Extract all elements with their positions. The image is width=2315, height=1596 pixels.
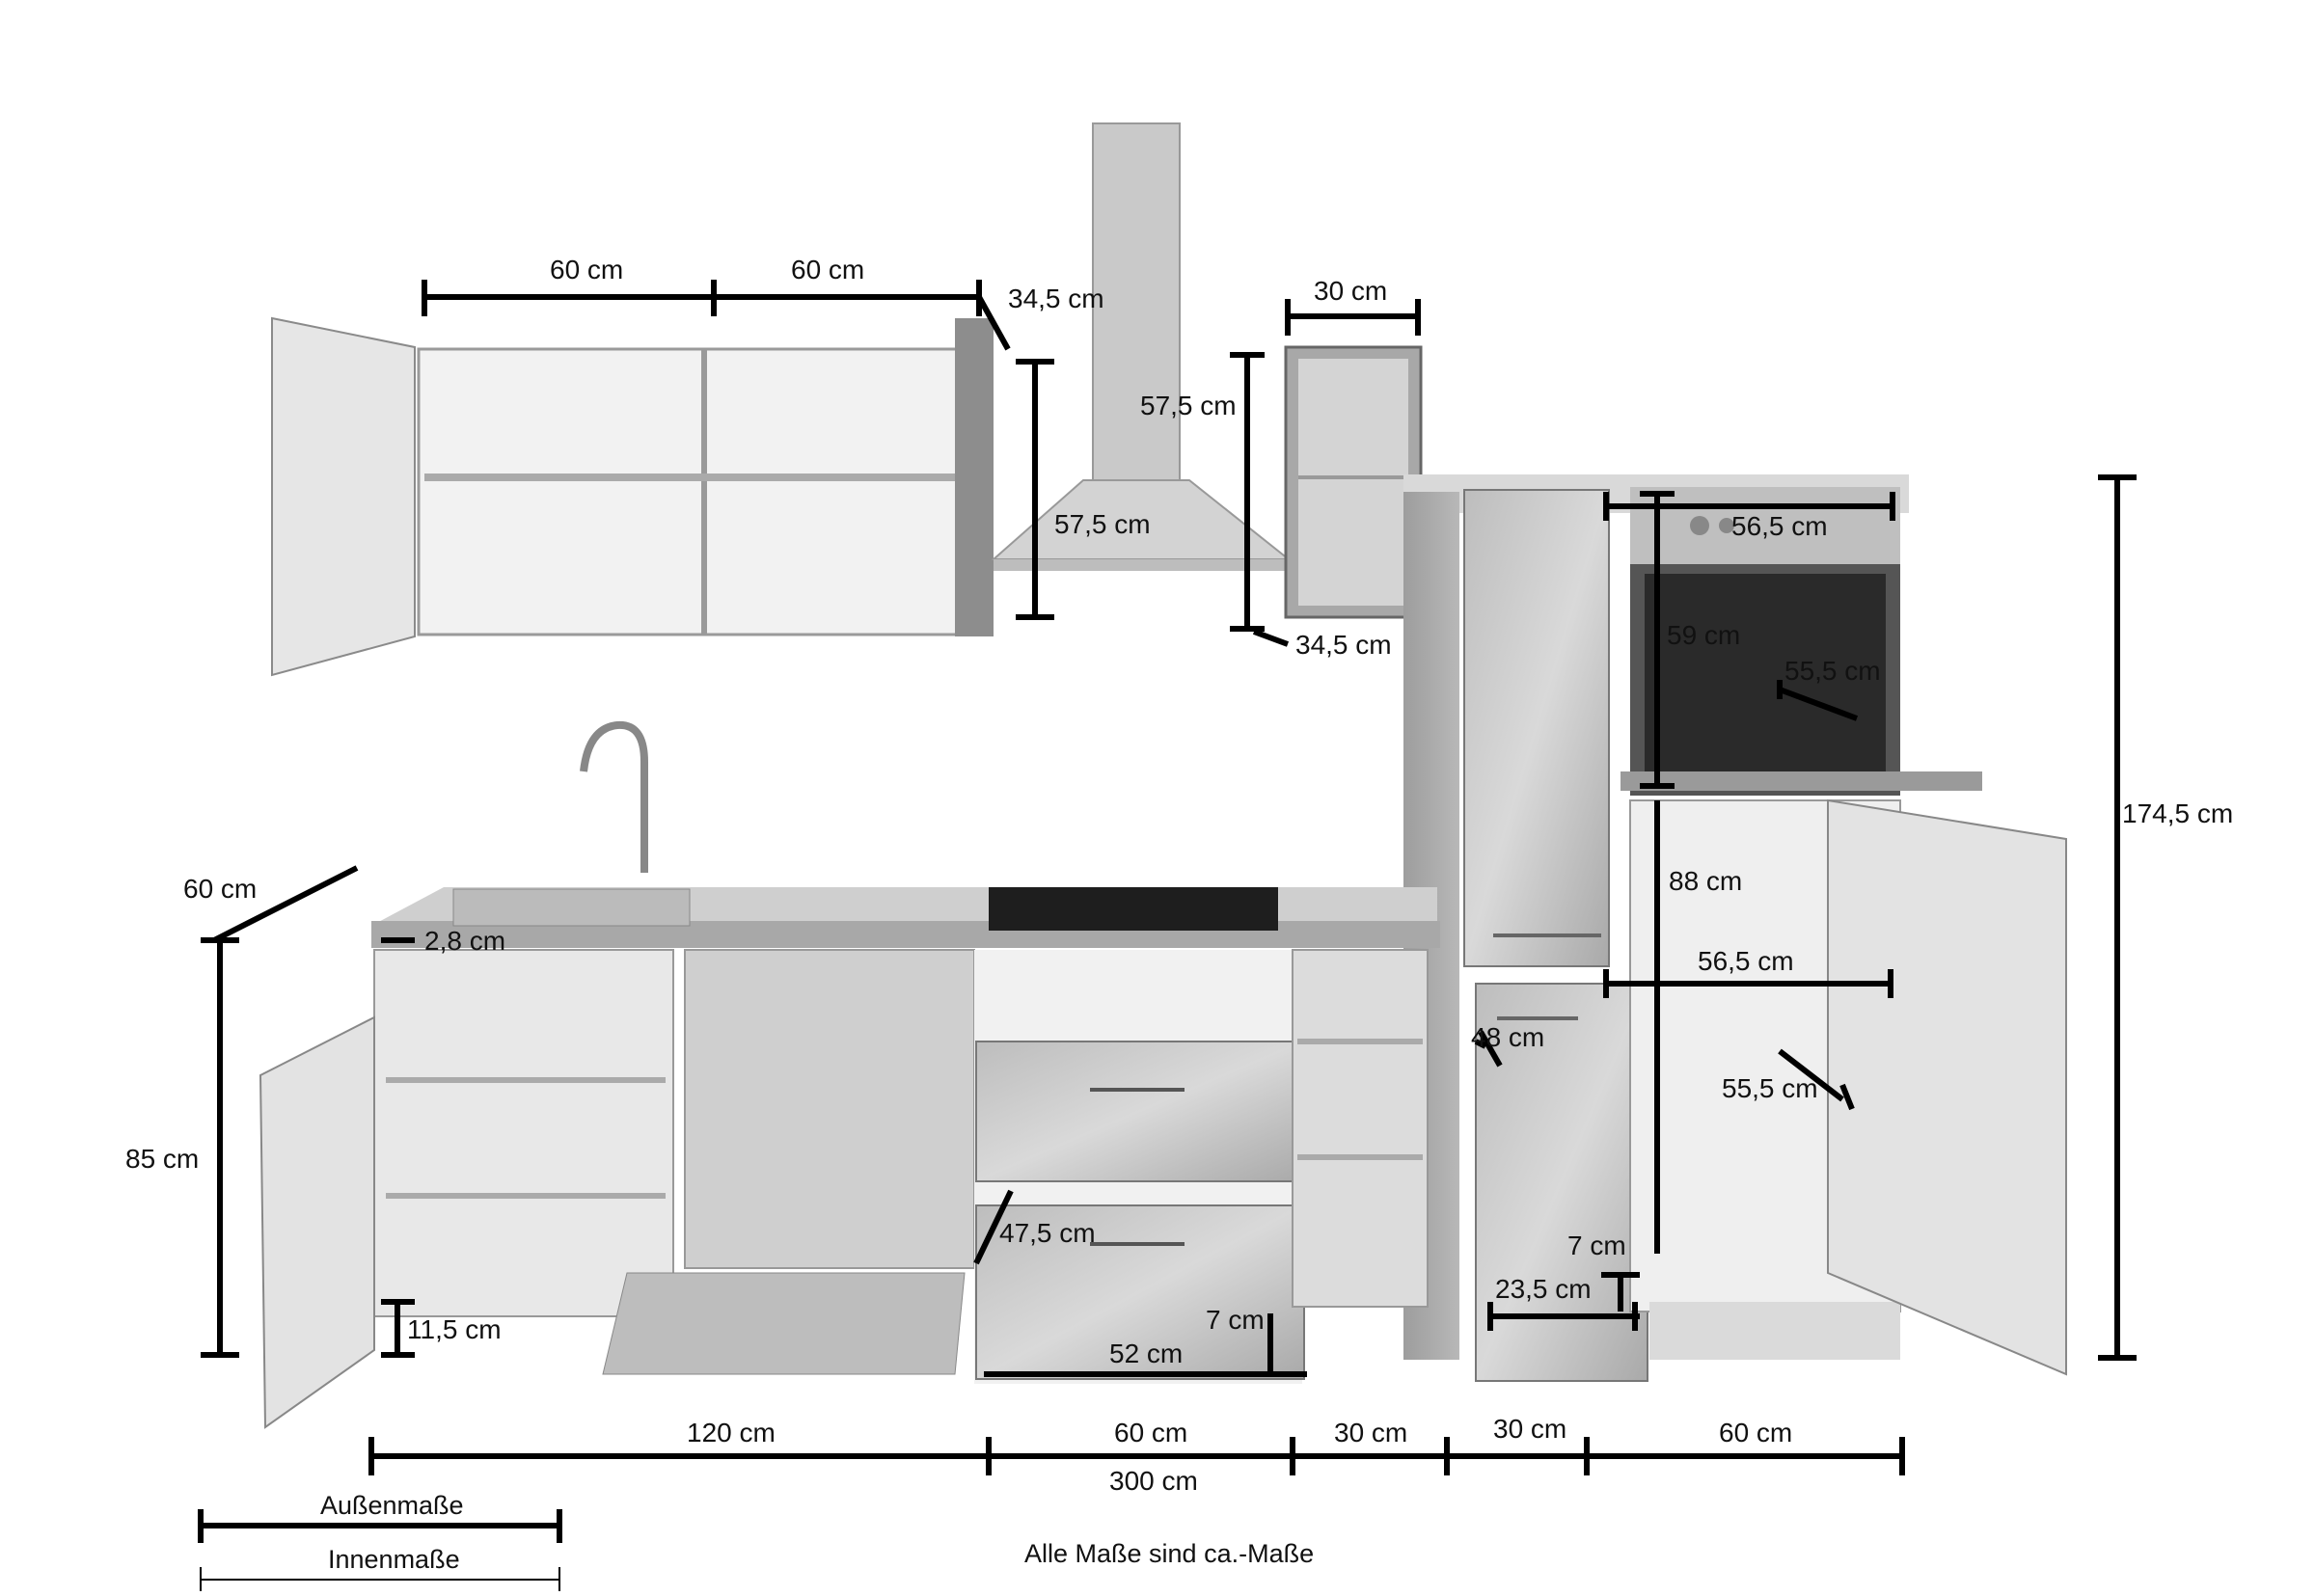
upper-depth-label: 34,5 cm xyxy=(1008,284,1104,313)
base-depth-label: 60 cm xyxy=(183,874,258,904)
drawer-inner-height-label: 47,5 cm xyxy=(999,1218,1096,1248)
oven-depth-label: 55,5 cm xyxy=(1784,656,1881,686)
drawer-inner-width-label: 52 cm xyxy=(1109,1339,1184,1368)
drawer-inner-depth-label: 7 cm xyxy=(1206,1305,1265,1335)
dimension-lines xyxy=(198,280,2137,1543)
small-cabinet-depth-label: 48 cm xyxy=(1471,1022,1545,1052)
legend-outer-label: Außenmaße xyxy=(320,1491,464,1520)
base-height-label: 85 cm xyxy=(125,1144,200,1174)
sink-faucet xyxy=(580,720,648,873)
open-shelf-width-label: 30 cm xyxy=(1314,276,1388,306)
upper-wall-cabinet xyxy=(271,316,994,677)
tall-total-height-label: 174,5 cm xyxy=(2122,798,2234,828)
fridge-depth-label: 55,5 cm xyxy=(1722,1073,1818,1103)
extractor-hood xyxy=(991,122,1292,571)
upper-width-left-label: 60 cm xyxy=(550,255,624,284)
upper-height-label: 57,5 cm xyxy=(1054,509,1151,539)
small-cabinet-shelf-label: 7 cm xyxy=(1567,1231,1626,1260)
open-shelf-cabinet xyxy=(1284,345,1423,619)
plinth-height-label: 11,5 cm xyxy=(407,1314,502,1344)
width-30b-label: 30 cm xyxy=(1493,1414,1567,1444)
open-shelf-depth-label: 34,5 cm xyxy=(1295,630,1392,660)
worktop-thickness-label: 2,8 cm xyxy=(424,926,506,956)
approximate-note: Alle Maße sind ca.-Maße xyxy=(1024,1539,1315,1568)
hood-height-label: 57,5 cm xyxy=(1140,391,1237,420)
width-30a-label: 30 cm xyxy=(1334,1418,1408,1447)
base-cabinets xyxy=(259,887,1440,1429)
upper-width-right-label: 60 cm xyxy=(791,255,865,284)
width-60a-label: 60 cm xyxy=(1114,1418,1188,1447)
legend-inner-label: Innenmaße xyxy=(328,1545,460,1574)
fridge-height-label: 88 cm xyxy=(1669,866,1743,896)
fridge-width-label: 56,5 cm xyxy=(1698,946,1794,976)
small-cabinet-width-label: 23,5 cm xyxy=(1495,1274,1592,1304)
tall-cabinet xyxy=(1403,474,2067,1382)
oven-width-label: 56,5 cm xyxy=(1731,511,1828,541)
width-120-label: 120 cm xyxy=(687,1418,776,1447)
oven-height-label: 59 cm xyxy=(1667,620,1741,650)
inner-dimension-legend-line xyxy=(200,1567,560,1591)
width-60b-label: 60 cm xyxy=(1719,1418,1793,1447)
total-width-label: 300 cm xyxy=(1109,1466,1198,1496)
